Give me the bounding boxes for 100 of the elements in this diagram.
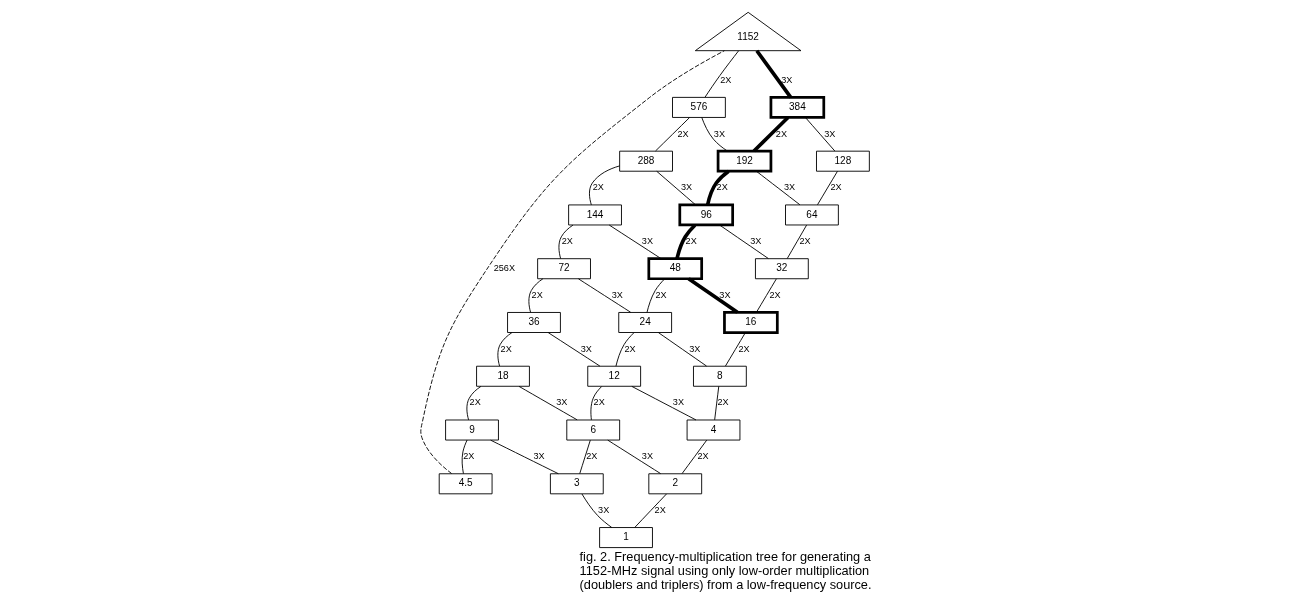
node-box: 3: [549, 473, 604, 495]
edge-label: 2X: [717, 397, 729, 408]
edge-label: 3X: [672, 397, 684, 408]
node-box: 48: [646, 257, 703, 281]
connector: [704, 50, 739, 98]
node-box: 9: [444, 419, 499, 441]
edge-label: 2X: [716, 182, 728, 193]
node-box: 2: [647, 473, 702, 495]
edge-label: 3X: [611, 289, 623, 300]
edge-label: 2X: [624, 343, 636, 354]
connector: [674, 223, 696, 260]
node-box: 64: [784, 204, 839, 226]
connector: [687, 277, 738, 314]
node-box: 32: [754, 258, 809, 280]
edge-label: 3X: [713, 128, 725, 139]
connector: [557, 224, 573, 259]
connector: [755, 170, 800, 206]
edge-label: 2X: [768, 289, 781, 300]
edge-label: 2X: [685, 236, 697, 247]
edge-label: 3X: [597, 504, 609, 515]
node-box: 4.5: [438, 473, 493, 495]
edge-label: 3X: [641, 236, 653, 247]
edge-label: 3X: [641, 451, 653, 462]
edge-label: 2X: [654, 504, 666, 515]
edge-label: 2X: [531, 289, 543, 300]
connector: [786, 224, 807, 259]
connector: [816, 170, 838, 206]
connector: [655, 170, 696, 206]
connector: [705, 169, 730, 206]
node-box: 16: [722, 311, 779, 334]
edge-label: 2X: [500, 343, 512, 354]
connector: [657, 332, 707, 367]
edge-label: 2X: [830, 182, 842, 193]
node-box: 24: [617, 312, 672, 333]
edge-label: 2X: [676, 128, 689, 139]
node-box: 1: [598, 527, 653, 549]
connector: [606, 439, 661, 475]
connector: [581, 493, 612, 528]
connector: [527, 278, 543, 313]
edge-label: 256X: [493, 263, 515, 273]
node-box: 6: [565, 419, 620, 441]
edge-label: 2X: [799, 236, 811, 247]
edge-label: 2X: [696, 451, 709, 462]
connector: [646, 278, 665, 313]
node-box: 96: [677, 203, 734, 227]
edge-label: 2X: [655, 289, 667, 300]
node-box: 144: [567, 204, 622, 226]
edge-label: 2X: [737, 343, 750, 354]
connector: [713, 385, 719, 421]
edge-label: 3X: [532, 451, 545, 462]
node-box: 384: [769, 96, 825, 119]
connector: [804, 117, 835, 152]
connector: [654, 117, 690, 152]
edge-label: 2X: [719, 74, 731, 85]
connector: [615, 332, 634, 367]
connector: [419, 50, 725, 474]
node-box: 18: [475, 365, 530, 387]
edge-label: 2X: [593, 397, 605, 408]
edge-label: 3X: [749, 236, 761, 247]
node-box: 72: [536, 258, 591, 280]
connector: [755, 278, 777, 313]
edge-label: 3X: [688, 343, 700, 354]
connector: [630, 385, 696, 421]
edge-label: 3X: [718, 289, 730, 300]
connector: [608, 224, 661, 259]
node-box: 128: [815, 150, 870, 172]
connector: [461, 439, 468, 475]
edge-label: 2X: [585, 451, 597, 462]
node-box: 4: [686, 419, 740, 441]
connector: [633, 493, 667, 528]
connector: [588, 165, 620, 206]
connector: [465, 385, 481, 421]
connector: [547, 332, 600, 367]
edge-label: 3X: [680, 182, 692, 193]
edge-label: 2X: [561, 236, 573, 247]
connector: [578, 439, 591, 475]
connector: [589, 386, 602, 421]
edge-label: 3X: [783, 182, 795, 193]
edge-label: 3X: [555, 397, 567, 408]
connector: [489, 439, 559, 475]
node-box: 576: [671, 96, 726, 118]
connector: [700, 117, 728, 152]
edge-label: 3X: [580, 343, 592, 354]
node-box: 12: [586, 365, 641, 387]
edge-label: 3X: [780, 74, 792, 85]
node-box: 8: [692, 365, 747, 387]
node-box: 192: [716, 149, 772, 173]
edge-label: 2X: [592, 182, 604, 193]
edge-label: 2X: [469, 397, 481, 408]
connector: [754, 49, 792, 99]
caption: fig. 2. Frequency-multiplication tree for generating a 1152-MHz signal using only low-order multiplication (doublers and triplers) from a low-frequency source.: [579, 549, 872, 592]
node-box: 36: [506, 312, 561, 333]
connector: [496, 332, 512, 367]
edge-label: 3X: [823, 128, 835, 139]
connector: [577, 278, 631, 313]
connector: [681, 439, 707, 475]
connector: [518, 385, 578, 421]
node-box: 288: [618, 150, 673, 172]
edge-label: 2X: [462, 451, 474, 462]
edge-label: 2X: [775, 128, 787, 139]
